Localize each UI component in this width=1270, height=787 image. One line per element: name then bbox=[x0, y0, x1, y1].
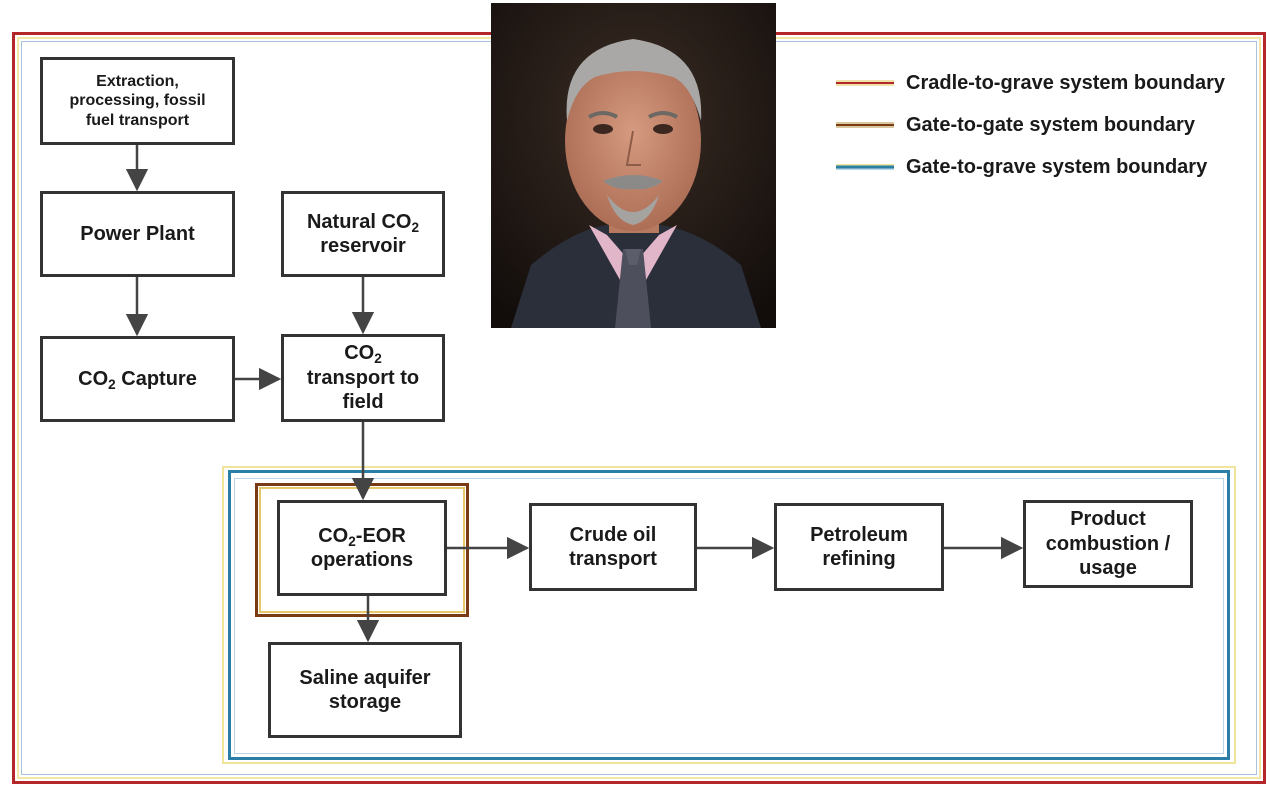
legend-label-cradle-to-grave: Cradle-to-grave system boundary bbox=[906, 71, 1225, 94]
node-co2-eor-label: CO2-EOR operations bbox=[310, 524, 414, 571]
node-product-combustion-label: Product combustion / usage bbox=[1045, 508, 1171, 580]
legend-swatch-cradle-to-grave bbox=[836, 80, 894, 86]
node-power-plant-label: Power Plant bbox=[80, 222, 195, 245]
node-crude-oil-transport: Crude oil transport bbox=[529, 503, 697, 591]
node-co2-transport: CO2 transport to field bbox=[281, 334, 445, 422]
node-natural-co2-label: Natural CO2 reservoir bbox=[306, 210, 420, 257]
legend-label-gate-to-grave: Gate-to-grave system boundary bbox=[906, 155, 1208, 178]
gate-to-grave-boundary bbox=[228, 470, 1230, 760]
node-petroleum-refining: Petroleum refining bbox=[774, 503, 944, 591]
legend-label-gate-to-gate: Gate-to-gate system boundary bbox=[906, 113, 1195, 136]
gate-to-grave-boundary-inner bbox=[234, 478, 1224, 754]
node-crude-oil-label: Crude oil transport bbox=[569, 523, 657, 570]
node-extraction-label: Extraction, processing, fossil fuel tran… bbox=[69, 72, 206, 129]
legend-item-cradle-to-grave: Cradle-to-grave system boundary bbox=[836, 62, 1225, 104]
node-saline-aquifer-label: Saline aquifer storage bbox=[299, 666, 431, 713]
node-power-plant: Power Plant bbox=[40, 191, 235, 277]
node-saline-aquifer-storage: Saline aquifer storage bbox=[268, 642, 462, 738]
node-co2-transport-label: CO2 transport to field bbox=[306, 342, 420, 414]
portrait-photo bbox=[491, 3, 776, 328]
node-petroleum-refining-label: Petroleum refining bbox=[810, 523, 908, 570]
node-co2-capture-label: CO2 Capture bbox=[78, 367, 197, 392]
node-extraction: Extraction, processing, fossil fuel tran… bbox=[40, 57, 235, 145]
legend-swatch-gate-to-gate bbox=[836, 122, 894, 128]
node-natural-co2-reservoir: Natural CO2 reservoir bbox=[281, 191, 445, 277]
node-product-combustion: Product combustion / usage bbox=[1023, 500, 1193, 588]
legend-item-gate-to-grave: Gate-to-grave system boundary bbox=[836, 146, 1225, 188]
legend-item-gate-to-gate: Gate-to-gate system boundary bbox=[836, 104, 1225, 146]
legend-swatch-gate-to-grave bbox=[836, 164, 894, 170]
node-co2-eor-operations: CO2-EOR operations bbox=[277, 500, 447, 596]
legend: Cradle-to-grave system boundary Gate-to-… bbox=[836, 62, 1225, 188]
gate-to-grave-boundary-outer bbox=[222, 466, 1236, 764]
node-co2-capture: CO2 Capture bbox=[40, 336, 235, 422]
